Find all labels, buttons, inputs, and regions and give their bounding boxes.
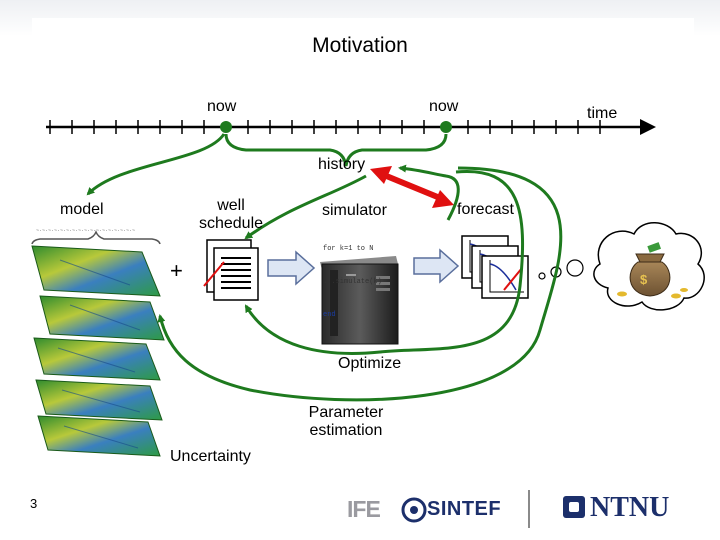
- plus-sign: +: [170, 258, 183, 283]
- history-label: history: [318, 156, 366, 173]
- model-brace: [31, 229, 161, 245]
- well-schedule-line2: schedule: [198, 215, 264, 232]
- computer-tower-icon: [320, 256, 399, 345]
- now-label-left: now: [207, 98, 237, 115]
- forecast-plots-icon: [461, 235, 529, 299]
- parameter-estimation-line1: Parameter: [308, 404, 384, 421]
- process-arrow-2: [413, 248, 460, 284]
- timeline: [46, 119, 656, 135]
- sintef-logo: SINTEF: [427, 498, 502, 520]
- slide-title: Motivation: [312, 34, 408, 57]
- slide-number: 3: [30, 496, 38, 511]
- now-marker-left: [220, 121, 232, 133]
- code-line-3: end: [323, 311, 336, 319]
- arrow-history-to-schedule: [244, 174, 367, 240]
- history-brace: [224, 133, 448, 167]
- code-line-1: for k=1 to N: [323, 245, 374, 253]
- arrow-forecast-to-history: [398, 164, 460, 221]
- process-arrow-1: [267, 250, 316, 286]
- well-schedule-line1: well: [217, 197, 245, 214]
- time-axis-label: time: [587, 105, 618, 122]
- model-caption-fine-print: ~·~·~·~·~·~·~·~·~·~·~·~·~·~·~·~·~: [36, 228, 135, 234]
- model-label: model: [60, 201, 104, 218]
- header-band-inner: [32, 18, 694, 36]
- arrow-now-to-model: [86, 133, 226, 196]
- parameter-estimation-label: Parameter estimation: [294, 404, 398, 440]
- well-schedule-label: well schedule: [186, 197, 276, 233]
- svg-text:$: $: [640, 272, 648, 287]
- parameter-estimation-loop-arrow: [157, 166, 563, 402]
- optimize-label: Optimize: [338, 355, 402, 372]
- ife-logo: IFE: [347, 496, 381, 522]
- schedule-documents-icon: [203, 239, 259, 301]
- simulator-code: for k=1 to N ...simulate(k) end: [323, 222, 382, 332]
- parameter-estimation-line2: estimation: [309, 422, 383, 439]
- now-marker-right: [440, 121, 452, 133]
- ntnu-logo: NTNU: [590, 492, 670, 523]
- sintef-logo-mark: [401, 497, 427, 523]
- code-line-2: ...simulate(k): [323, 278, 382, 286]
- money-bag-icon: $: [617, 242, 688, 299]
- footer-separator: [528, 490, 530, 528]
- history-forecast-double-arrow: [370, 166, 454, 208]
- uncertainty-label: Uncertainty: [170, 448, 251, 465]
- forecast-label: forecast: [457, 201, 514, 218]
- now-label-right: now: [429, 98, 459, 115]
- reservoir-model-stack: [31, 245, 165, 457]
- ntnu-logo-mark: [563, 496, 585, 518]
- optimize-loop-arrow: [244, 169, 525, 355]
- simulator-label: simulator: [322, 202, 387, 219]
